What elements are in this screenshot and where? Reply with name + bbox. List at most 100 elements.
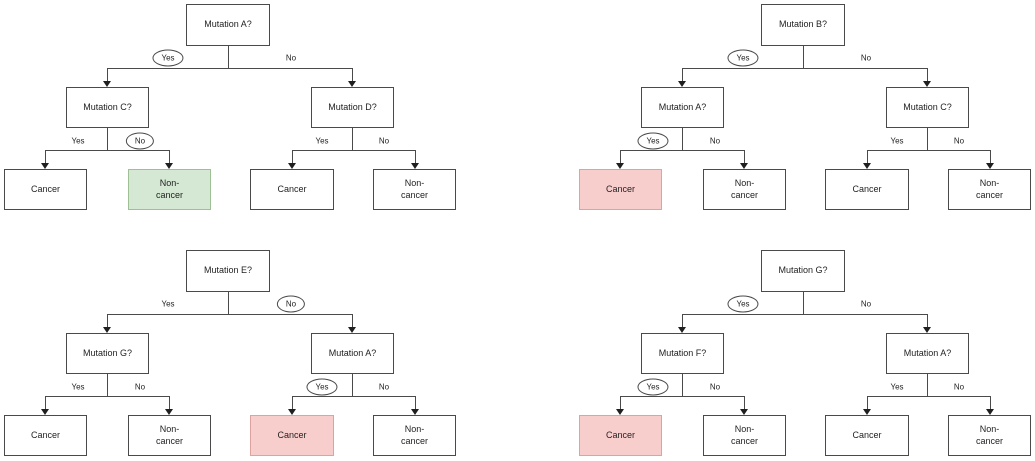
connector-line bbox=[292, 150, 293, 164]
arrowhead-icon bbox=[863, 163, 871, 169]
connector-line bbox=[292, 150, 416, 151]
edge-label-right-no: No bbox=[953, 136, 965, 146]
edge-label-root-no: No bbox=[285, 53, 297, 63]
connector-line bbox=[620, 150, 745, 151]
connector-line bbox=[927, 128, 928, 150]
connector-line bbox=[927, 374, 928, 396]
arrowhead-icon bbox=[288, 163, 296, 169]
tree-right-node: Mutation A? bbox=[311, 333, 394, 374]
arrowhead-icon bbox=[348, 327, 356, 333]
arrowhead-icon bbox=[165, 163, 173, 169]
connector-line bbox=[682, 128, 683, 150]
node-label: Mutation A? bbox=[903, 347, 952, 358]
connector-line bbox=[682, 314, 683, 328]
arrowhead-icon bbox=[923, 81, 931, 87]
connector-line bbox=[45, 396, 46, 410]
connector-line bbox=[620, 396, 621, 410]
leaf-node: Cancer bbox=[825, 169, 909, 210]
edge-label-left-no: No bbox=[134, 382, 146, 392]
tree-right-node: Mutation A? bbox=[886, 333, 969, 374]
leaf-node: Non-cancer bbox=[128, 415, 211, 456]
edge-label-left-yes: Yes bbox=[71, 136, 85, 146]
node-label: Mutation C? bbox=[83, 101, 132, 112]
leaf-node: Cancer bbox=[4, 415, 87, 456]
leaf-label: Cancer bbox=[605, 183, 635, 194]
arrowhead-icon bbox=[41, 409, 49, 415]
node-label: Mutation G? bbox=[82, 347, 133, 358]
arrowhead-icon bbox=[740, 163, 748, 169]
node-label: Mutation C? bbox=[903, 101, 952, 112]
tree-root-node: Mutation E? bbox=[186, 250, 270, 292]
connector-line bbox=[990, 396, 991, 410]
arrowhead-icon bbox=[103, 327, 111, 333]
connector-line bbox=[803, 292, 804, 314]
connector-line bbox=[352, 128, 353, 150]
edge-label-root-no: No bbox=[276, 295, 306, 313]
tree-left-node: Mutation C? bbox=[66, 87, 149, 128]
node-label: Mutation A? bbox=[658, 101, 707, 112]
leaf-node: Cancer bbox=[825, 415, 909, 456]
node-label: Mutation A? bbox=[328, 347, 377, 358]
leaf-label: Cancer bbox=[30, 429, 60, 440]
leaf-label: Cancer bbox=[277, 183, 307, 194]
tree-left-node: Mutation F? bbox=[641, 333, 724, 374]
connector-line bbox=[352, 68, 353, 82]
connector-line bbox=[620, 150, 621, 164]
connector-line bbox=[107, 314, 108, 328]
connector-line bbox=[682, 314, 928, 315]
connector-line bbox=[682, 374, 683, 396]
leaf-label: Non-cancer bbox=[400, 423, 428, 446]
connector-line bbox=[744, 150, 745, 164]
tree-right-node: Mutation D? bbox=[311, 87, 394, 128]
arrowhead-icon bbox=[678, 81, 686, 87]
connector-line bbox=[352, 314, 353, 328]
leaf-label: Non-cancer bbox=[975, 423, 1003, 446]
decision-tree-1: Mutation A? Yes No Mutation C? Mutation … bbox=[0, 0, 460, 225]
connector-line bbox=[620, 396, 745, 397]
connector-line bbox=[169, 150, 170, 164]
tree-root-node: Mutation B? bbox=[761, 4, 845, 46]
tree-right-node: Mutation C? bbox=[886, 87, 969, 128]
connector-line bbox=[867, 396, 868, 410]
edge-label-root-yes: Yes bbox=[727, 49, 759, 67]
connector-line bbox=[990, 150, 991, 164]
leaf-node: Non-cancer bbox=[948, 169, 1031, 210]
connector-line bbox=[107, 68, 353, 69]
edge-label-right-no: No bbox=[953, 382, 965, 392]
node-label: Mutation B? bbox=[778, 19, 828, 30]
tree-left-node: Mutation G? bbox=[66, 333, 149, 374]
leaf-node: Non-cancer bbox=[128, 169, 211, 210]
leaf-node: Non-cancer bbox=[373, 415, 456, 456]
node-label: Mutation F? bbox=[658, 347, 707, 358]
tree-root-node: Mutation G? bbox=[761, 250, 845, 292]
leaf-label: Cancer bbox=[852, 429, 882, 440]
edge-label-right-yes: Yes bbox=[315, 136, 329, 146]
edge-label-left-yes: Yes bbox=[71, 382, 85, 392]
connector-line bbox=[45, 396, 170, 397]
edge-label-left-no: No bbox=[125, 132, 155, 150]
decision-tree-2: Mutation B? Yes No Mutation A? Mutation … bbox=[575, 0, 1035, 225]
leaf-node: Non-cancer bbox=[948, 415, 1031, 456]
connector-line bbox=[415, 150, 416, 164]
connector-line bbox=[45, 150, 46, 164]
arrowhead-icon bbox=[986, 163, 994, 169]
edge-label-left-yes: Yes bbox=[637, 132, 669, 150]
leaf-label: Non-cancer bbox=[400, 177, 428, 200]
connector-line bbox=[682, 68, 928, 69]
arrowhead-icon bbox=[678, 327, 686, 333]
leaf-label: Non-cancer bbox=[730, 423, 758, 446]
leaf-node: Non-cancer bbox=[703, 415, 786, 456]
edge-label-right-no: No bbox=[378, 136, 390, 146]
node-label: Mutation E? bbox=[203, 265, 253, 276]
connector-line bbox=[803, 46, 804, 68]
connector-line bbox=[169, 396, 170, 410]
edge-label-left-no: No bbox=[709, 382, 721, 392]
arrowhead-icon bbox=[616, 409, 624, 415]
tree-root-node: Mutation A? bbox=[186, 4, 270, 46]
edge-label-root-yes: Yes bbox=[727, 295, 759, 313]
node-label: Mutation A? bbox=[204, 19, 252, 30]
arrowhead-icon bbox=[103, 81, 111, 87]
leaf-label: Cancer bbox=[30, 183, 60, 194]
leaf-node: Non-cancer bbox=[703, 169, 786, 210]
connector-line bbox=[927, 68, 928, 82]
